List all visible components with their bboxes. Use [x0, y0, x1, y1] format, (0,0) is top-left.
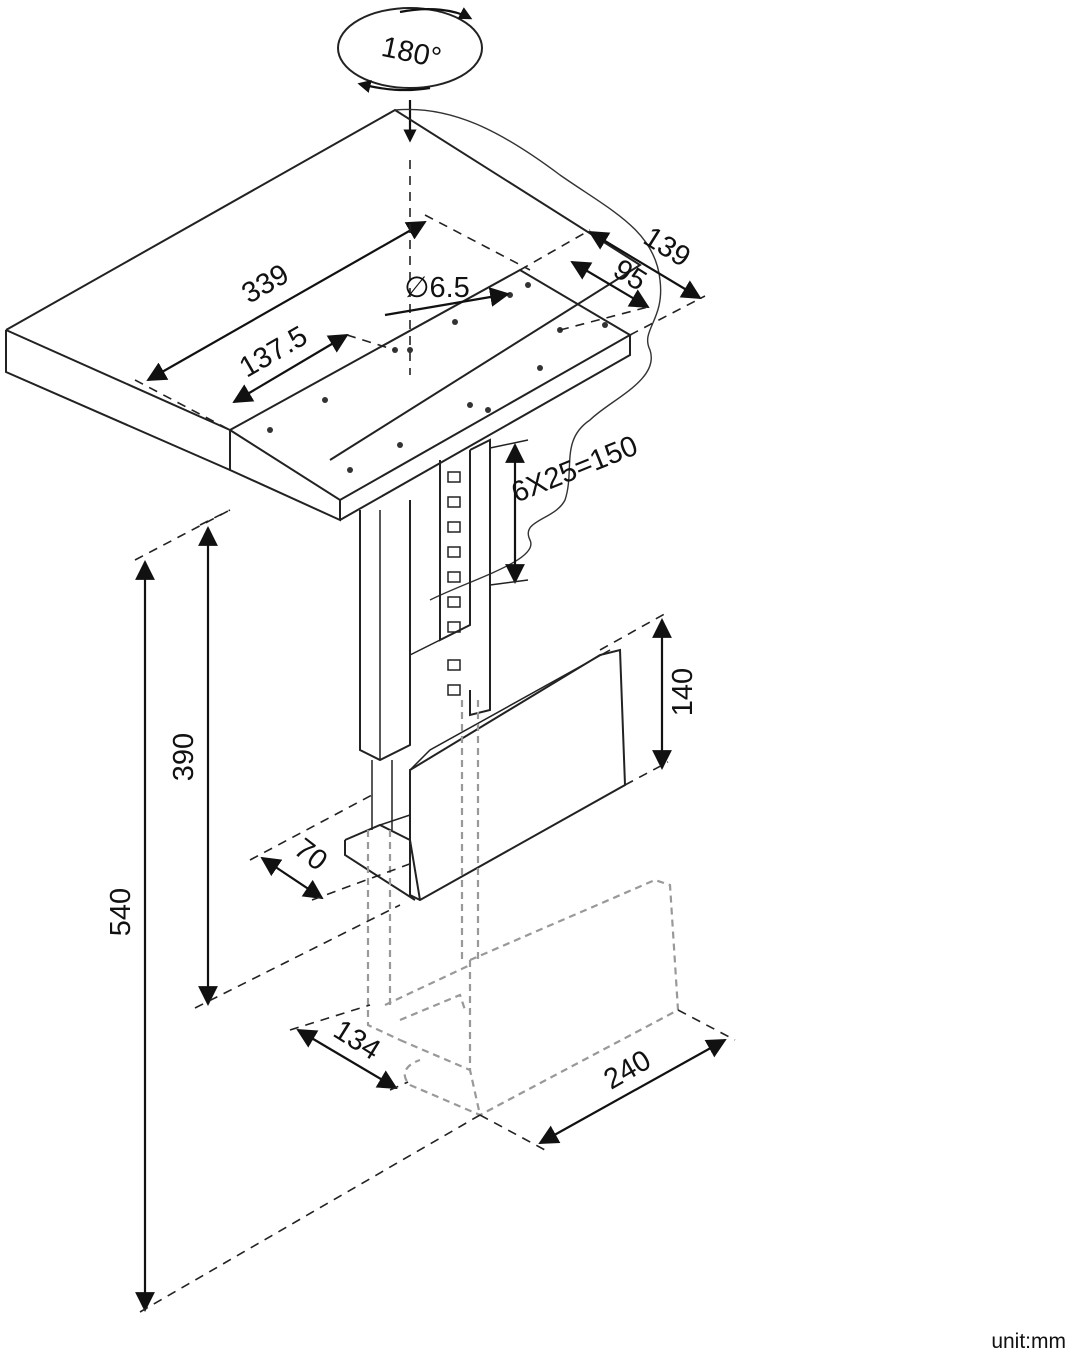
dim-slot-spacing-label: 6X25=150: [507, 430, 642, 510]
dimension-lines: [134, 160, 736, 1313]
dim-140-label: 140: [667, 668, 699, 716]
dim-137-5-label: 137.5: [234, 320, 313, 384]
dim-134-label: 134: [328, 1014, 386, 1067]
dimension-labels: 339 137.5 ∅6.5 139 95 6X25=150 140 390 5…: [105, 221, 699, 1096]
desk-top: [5, 108, 662, 601]
dim-240-label: 240: [599, 1044, 657, 1096]
adjustment-column: [359, 438, 491, 830]
dim-70-label: 70: [288, 832, 333, 877]
dim-390-label: 390: [168, 733, 200, 781]
rotation-label: 180°: [379, 31, 444, 75]
lowered-position-outline: [366, 700, 680, 1117]
pc-bracket: [344, 648, 627, 902]
unit-label: unit:mm: [991, 1330, 1066, 1353]
dim-95-label: 95: [608, 253, 652, 297]
hole-diameter-label: ∅6.5: [404, 272, 470, 304]
dim-540-label: 540: [105, 888, 137, 936]
